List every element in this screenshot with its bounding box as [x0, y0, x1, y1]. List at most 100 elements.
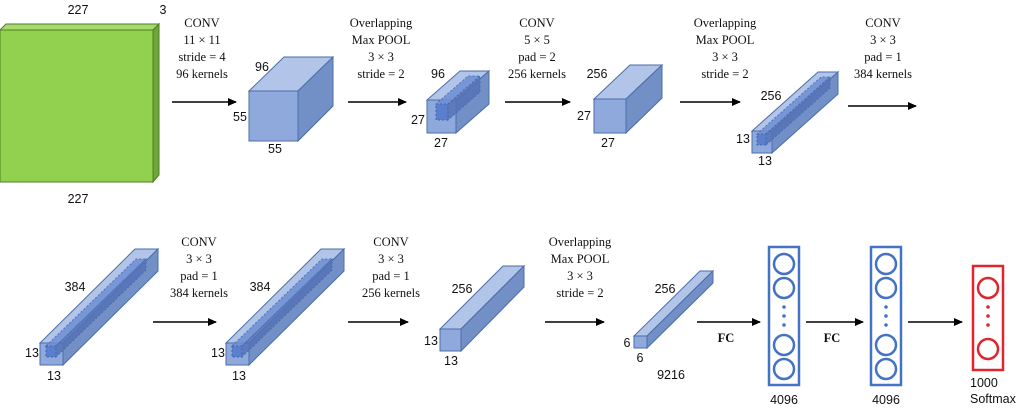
input-volume-top: [0, 23, 161, 31]
conv3-line4: 384 kernels: [854, 67, 912, 81]
softmax-size-label: 1000: [970, 376, 998, 390]
pool3-line2: Max POOL: [551, 252, 610, 266]
vol1-depth-label: 96: [255, 60, 269, 74]
vol8-front: [633, 335, 648, 349]
fc1-neuron: [772, 276, 796, 300]
input-volume-side: [152, 22, 160, 184]
vol4-depth-label: 256: [761, 89, 782, 103]
pool2-line3: 3 × 3: [712, 50, 738, 64]
vol7-depth-label: 256: [452, 282, 473, 296]
softmax-ellipsis-dot: [986, 314, 990, 318]
vol7-front: [439, 328, 462, 352]
fc1-neuron: [772, 252, 796, 276]
conv3-line3: pad = 1: [864, 50, 902, 64]
vol3-height-label: 27: [577, 109, 591, 123]
fc2-size-label: 4096: [872, 393, 900, 407]
conv4-line4: 384 kernels: [170, 286, 228, 300]
vol6-height-label: 13: [211, 346, 225, 360]
vol2-height-label: 27: [411, 113, 425, 127]
fc2-neuron: [874, 333, 898, 357]
vol5-height-label: 13: [25, 346, 39, 360]
conv2-label: CONV 5 × 5 pad = 2 256 kernels: [508, 16, 566, 81]
pool1-label: Overlapping Max POOL 3 × 3 stride = 2: [350, 16, 413, 81]
softmax-neuron: [976, 337, 1000, 361]
fc1-neuron: [772, 333, 796, 357]
pool3-line1: Overlapping: [549, 235, 612, 249]
volume-27x27x256: [592, 63, 664, 135]
conv3-line2: 3 × 3: [870, 33, 896, 47]
fc-layer-4096-b: [869, 245, 903, 387]
volume-13x13x384-b: [224, 247, 346, 367]
input-volume-front: [0, 29, 154, 183]
conv2-line3: pad = 2: [518, 50, 556, 64]
fc2-neuron: [874, 357, 898, 381]
vol5-kernel: [44, 257, 148, 359]
vol3-depth-label: 256: [587, 67, 608, 81]
conv5-line4: 256 kernels: [362, 286, 420, 300]
fc1-ellipsis-dot: [782, 305, 786, 309]
fc2-ellipsis-dot: [884, 314, 888, 318]
input-height-label: 227: [68, 192, 89, 206]
conv3-line1: CONV: [865, 16, 900, 30]
volume-13x13x256-b: [438, 264, 526, 353]
vol2-depth-label: 96: [431, 67, 445, 81]
fc1-ellipsis-dot: [782, 323, 786, 327]
vol2-kernel: [434, 74, 482, 122]
pool1-line2: Max POOL: [352, 33, 411, 47]
pool3-line3: 3 × 3: [567, 269, 593, 283]
fc2-neuron: [874, 276, 898, 300]
conv4-line3: pad = 1: [180, 269, 218, 283]
pool2-label: Overlapping Max POOL 3 × 3 stride = 2: [694, 16, 757, 81]
pool2-line1: Overlapping: [694, 16, 757, 30]
volume-55x55x96: [247, 55, 335, 143]
input-width-label: 227: [68, 3, 89, 17]
vol7-width-label: 13: [444, 354, 458, 368]
conv1-line3: stride = 4: [178, 50, 226, 64]
vol1-width-label: 55: [268, 142, 282, 156]
vol8-height-label: 6: [624, 336, 631, 350]
conv5-label: CONV 3 × 3 pad = 1 256 kernels: [362, 235, 420, 300]
vol7-height-label: 13: [424, 334, 438, 348]
vol1-height-label: 55: [233, 110, 247, 124]
conv3-label: CONV 3 × 3 pad = 1 384 kernels: [854, 16, 912, 81]
pool3-line4: stride = 2: [556, 286, 603, 300]
pool1-line3: 3 × 3: [368, 50, 394, 64]
input-depth-label: 3: [160, 3, 167, 17]
conv4-line1: CONV: [181, 235, 216, 249]
conv1-line2: 11 × 11: [183, 33, 220, 47]
pool3-label: Overlapping Max POOL 3 × 3 stride = 2: [549, 235, 612, 300]
fc1-ellipsis-dot: [782, 314, 786, 318]
conv5-line2: 3 × 3: [378, 252, 404, 266]
conv2-line2: 5 × 5: [524, 33, 550, 47]
volume-6x6x256: [632, 269, 715, 350]
vol3-width-label: 27: [601, 136, 615, 150]
softmax-name-label: Softmax: [970, 392, 1017, 406]
fc2-label: FC: [824, 331, 841, 345]
vol4-height-label: 13: [736, 132, 750, 146]
fc2-ellipsis-dot: [884, 305, 888, 309]
vol8-top: [632, 270, 715, 337]
vol3-front: [593, 98, 627, 134]
conv5-line3: pad = 1: [372, 269, 410, 283]
softmax-output-layer: [971, 264, 1005, 372]
pool1-line1: Overlapping: [350, 16, 413, 30]
pool2-line4: stride = 2: [701, 67, 748, 81]
pool2-line2: Max POOL: [696, 33, 755, 47]
vol2-width-label: 27: [434, 136, 448, 150]
vol6-kernel: [230, 257, 334, 359]
fc2-ellipsis-dot: [884, 323, 888, 327]
conv1-line1: CONV: [184, 16, 219, 30]
volume-13x13x384-a: [38, 247, 160, 367]
pool1-line4: stride = 2: [357, 67, 404, 81]
fc1-neuron: [772, 357, 796, 381]
vol5-width-label: 13: [47, 369, 61, 383]
fc1-size-label: 4096: [770, 393, 798, 407]
fc1-label: FC: [718, 331, 735, 345]
volume-13x13x256: [750, 70, 840, 155]
conv1-line4: 96 kernels: [176, 67, 228, 81]
conv5-line1: CONV: [373, 235, 408, 249]
softmax-ellipsis-dot: [986, 323, 990, 327]
conv2-line4: 256 kernels: [508, 67, 566, 81]
vol6-width-label: 13: [232, 369, 246, 383]
